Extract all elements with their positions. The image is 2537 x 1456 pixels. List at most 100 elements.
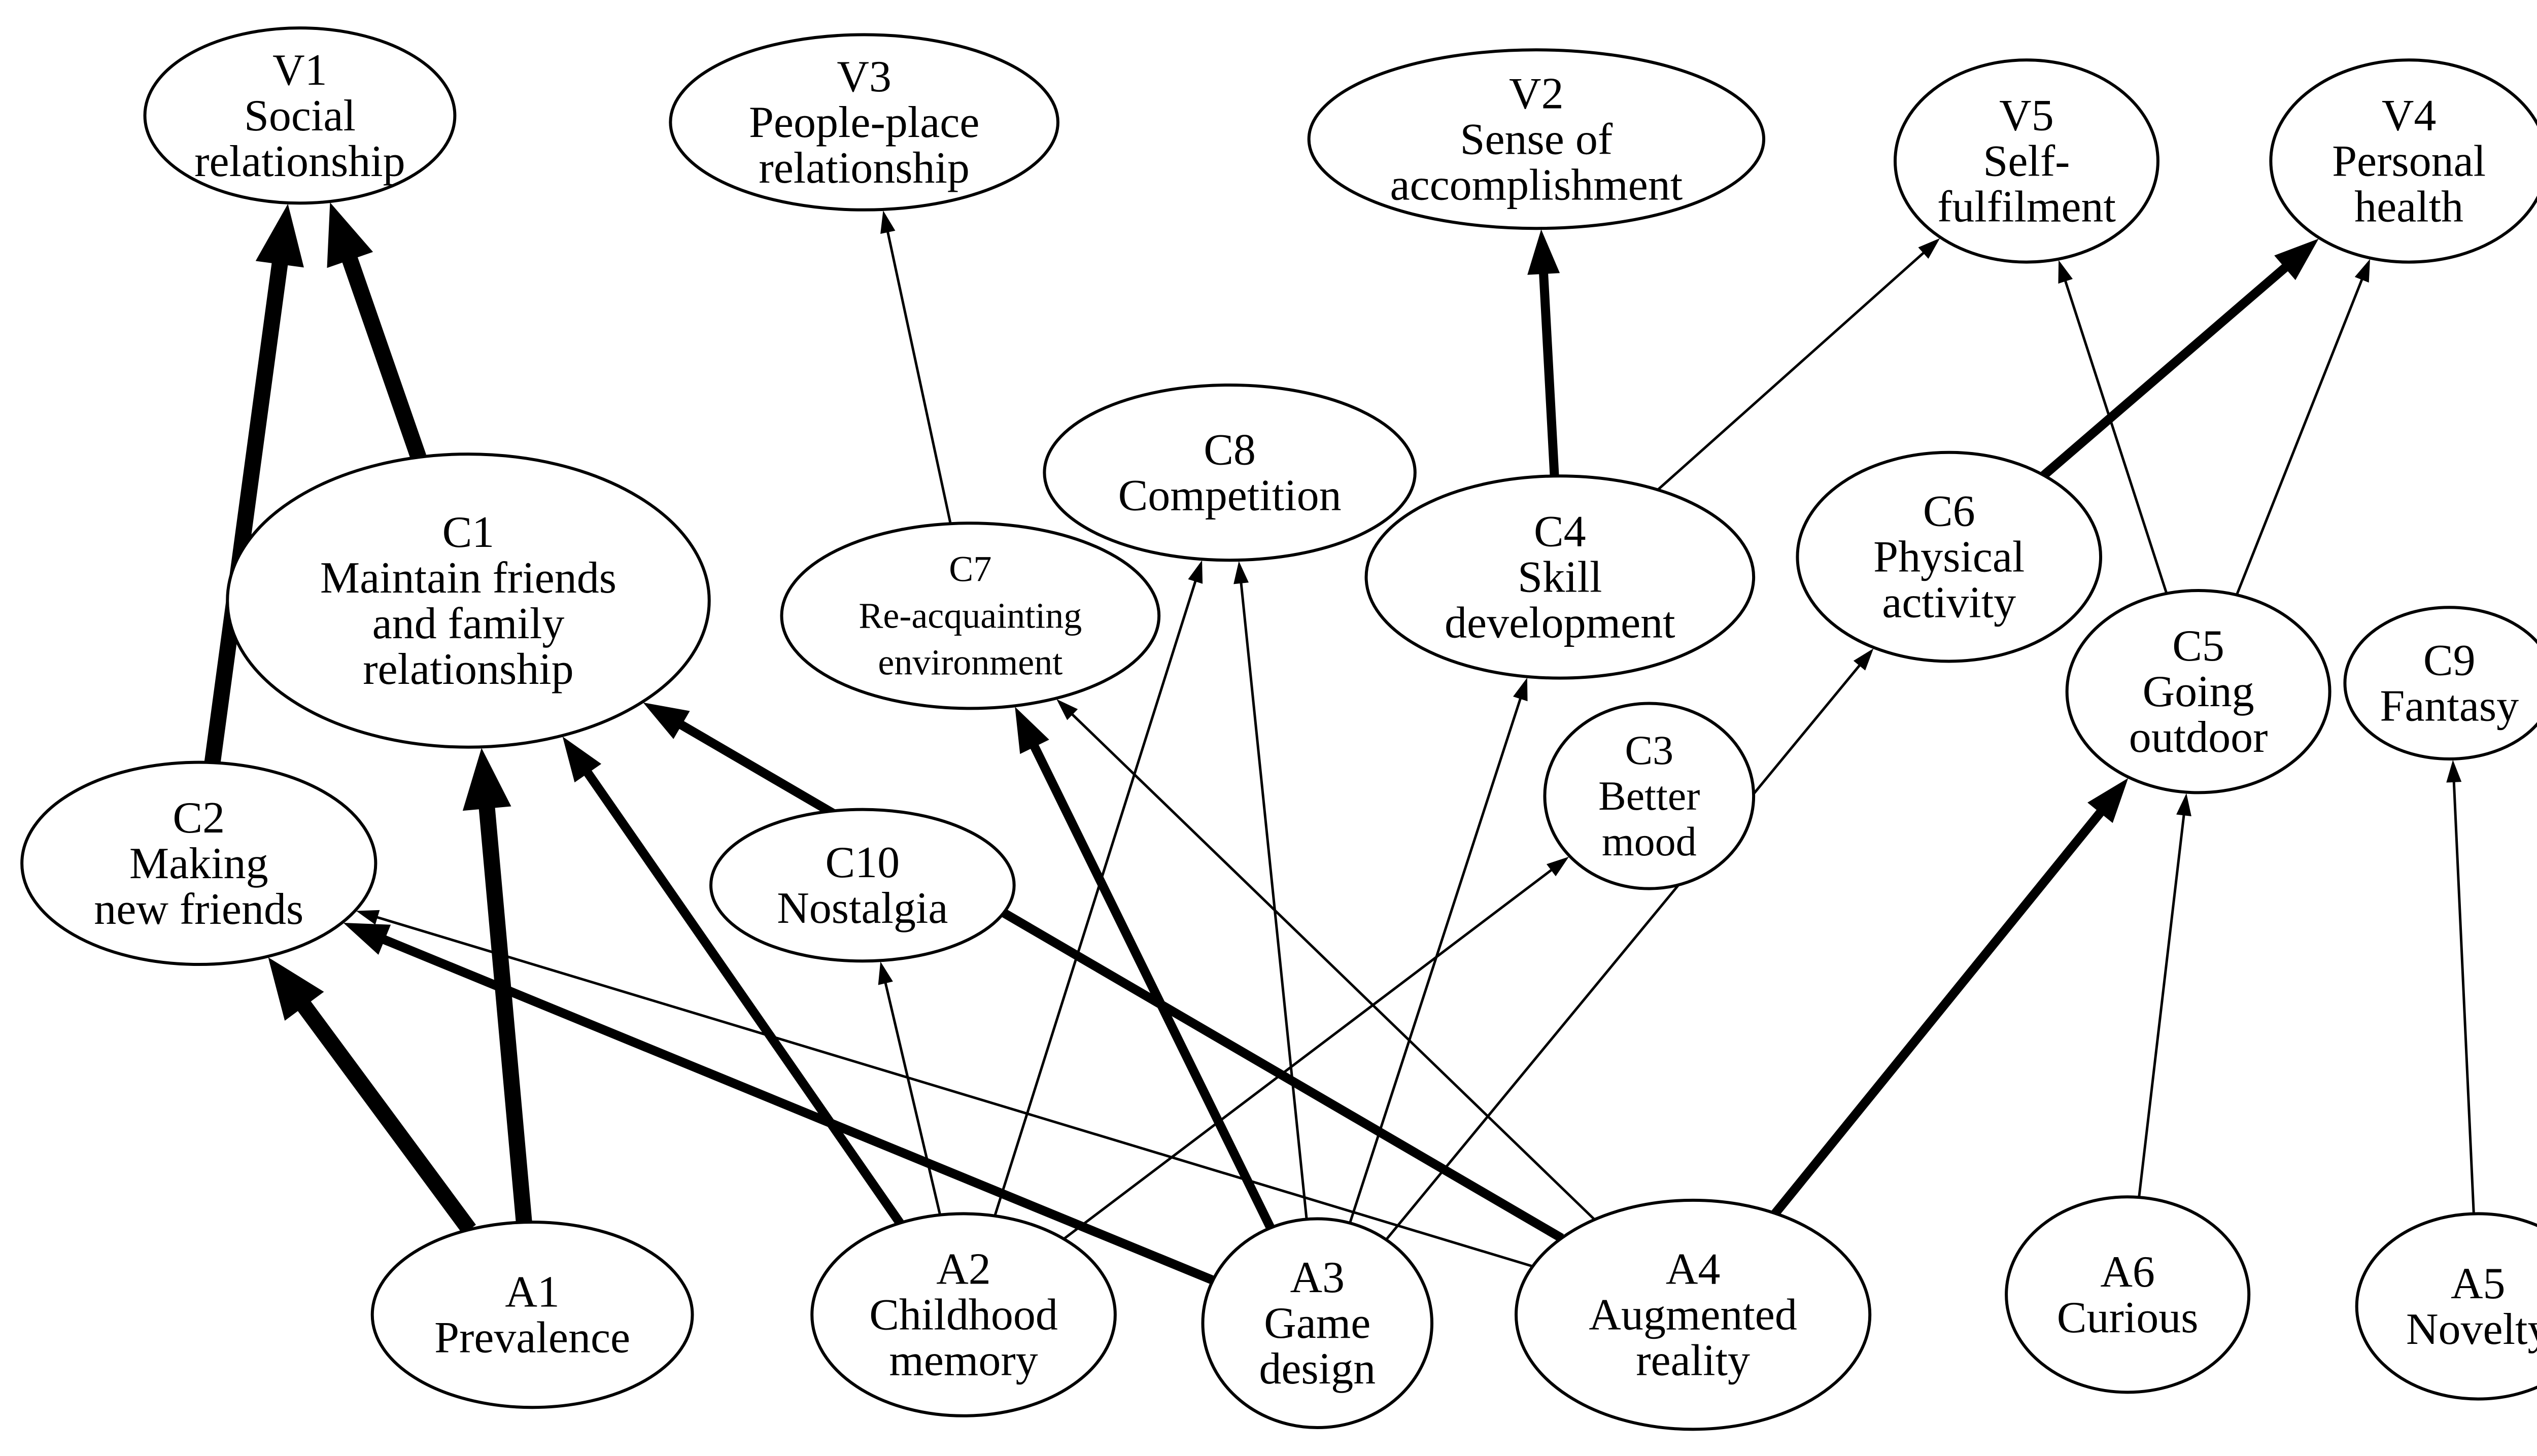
edge-line [1349, 697, 1522, 1224]
node-ellipse [1796, 450, 2103, 663]
node-ellipse [2269, 58, 2537, 264]
arrowhead [268, 957, 324, 1021]
edge-a5-to-c9 [2446, 759, 2475, 1214]
node-label-line: health [2354, 182, 2463, 231]
node-label-line: A3 [1290, 1253, 1345, 1302]
node-ellipse [143, 26, 457, 205]
node-label-line: Augmented [1589, 1291, 1797, 1340]
node-label-line: C4 [1534, 507, 1586, 556]
arrowhead [1188, 560, 1203, 584]
edge-a6-to-c5 [2138, 793, 2191, 1198]
node-label-line: Fantasy [2380, 682, 2519, 731]
node-label-line: Novelty [2406, 1305, 2537, 1354]
edge-line [375, 915, 1533, 1268]
node-ellipse [780, 522, 1161, 710]
node-ellipse [2343, 606, 2537, 760]
edge-line [886, 230, 952, 524]
node-ellipse [1894, 58, 2159, 264]
node-label-line: Skill [1518, 552, 1602, 602]
node-ellipse [669, 33, 1059, 212]
edge-c6-to-v4 [2041, 238, 2319, 479]
node-label-line: Self- [1983, 136, 2070, 186]
edge-line [296, 999, 476, 1235]
node-label-line: relationship [363, 645, 573, 694]
node-label-line: V2 [1509, 69, 1564, 118]
edges-layer [204, 202, 2475, 1285]
node-label-line: V4 [2382, 91, 2437, 140]
edge-a3-to-c2 [343, 922, 1215, 1285]
edge-a2-to-c1 [562, 736, 904, 1226]
node-label-line: V3 [837, 52, 892, 101]
node-label-line: Game [1264, 1299, 1370, 1348]
node-label-line: C5 [2172, 621, 2224, 671]
node-ellipse [1364, 474, 1756, 680]
node-label-line: outdoor [2129, 713, 2268, 762]
edge-line [1385, 663, 1862, 1241]
arrowhead [2176, 793, 2191, 817]
edge-c4-to-v5 [1657, 238, 1940, 491]
node-label-line: memory [889, 1336, 1038, 1385]
node-label-line: Going [2143, 667, 2254, 716]
edge-line [993, 579, 1197, 1217]
arrowhead [1918, 238, 1940, 259]
edge-a3-to-c7 [1015, 707, 1275, 1230]
node-ellipse [2005, 1195, 2251, 1394]
node-label-line: Personal [2332, 136, 2486, 186]
node-label-line: new friends [94, 885, 303, 934]
edge-a2-to-c3 [1063, 856, 1569, 1240]
node-label-line: A5 [2451, 1259, 2506, 1308]
node-label-line: activity [1882, 578, 2016, 628]
node-label-line: C1 [442, 508, 495, 557]
arrowhead [880, 210, 896, 234]
arrowhead [255, 203, 304, 268]
node-ellipse [226, 453, 711, 749]
node-ellipse [1043, 383, 1417, 562]
edge-line [478, 806, 532, 1223]
arrowhead [1853, 648, 1874, 671]
edge-a4-to-c1 [643, 702, 1564, 1242]
edge-c7-to-v3 [880, 210, 952, 524]
edge-line [583, 769, 904, 1226]
node-label-line: C9 [2423, 636, 2476, 685]
node-label-line: C10 [825, 838, 900, 887]
node-ellipse [2355, 1212, 2537, 1401]
node-ellipse [1307, 48, 1766, 230]
node-label-line: C3 [1625, 727, 1673, 773]
edge-line [204, 261, 288, 764]
edge-line [2235, 277, 2364, 596]
edge-a4-to-c7 [1056, 699, 1596, 1221]
node-label-line: V5 [1999, 91, 2054, 140]
edge-a4-to-c5 [1771, 778, 2129, 1217]
node-label-line: design [1259, 1344, 1376, 1394]
node-label-line: People-place [749, 98, 979, 147]
node-label-line: Better [1598, 773, 1700, 819]
node-label-line: A4 [1666, 1245, 1721, 1294]
edge-c4-to-v2 [1527, 229, 1560, 476]
edge-c1-to-v1 [327, 202, 426, 460]
arrowhead [327, 202, 373, 268]
node-label-line: Prevalence [434, 1313, 630, 1363]
edge-a1-to-c1 [462, 748, 532, 1223]
edge-line [2138, 813, 2185, 1198]
edge-c2-to-v1 [204, 203, 304, 764]
edge-a2-to-c8 [993, 560, 1203, 1217]
arrowhead [462, 748, 511, 811]
edge-line [1657, 251, 1926, 491]
node-ellipse [2065, 589, 2332, 794]
edge-line [2452, 780, 2475, 1214]
